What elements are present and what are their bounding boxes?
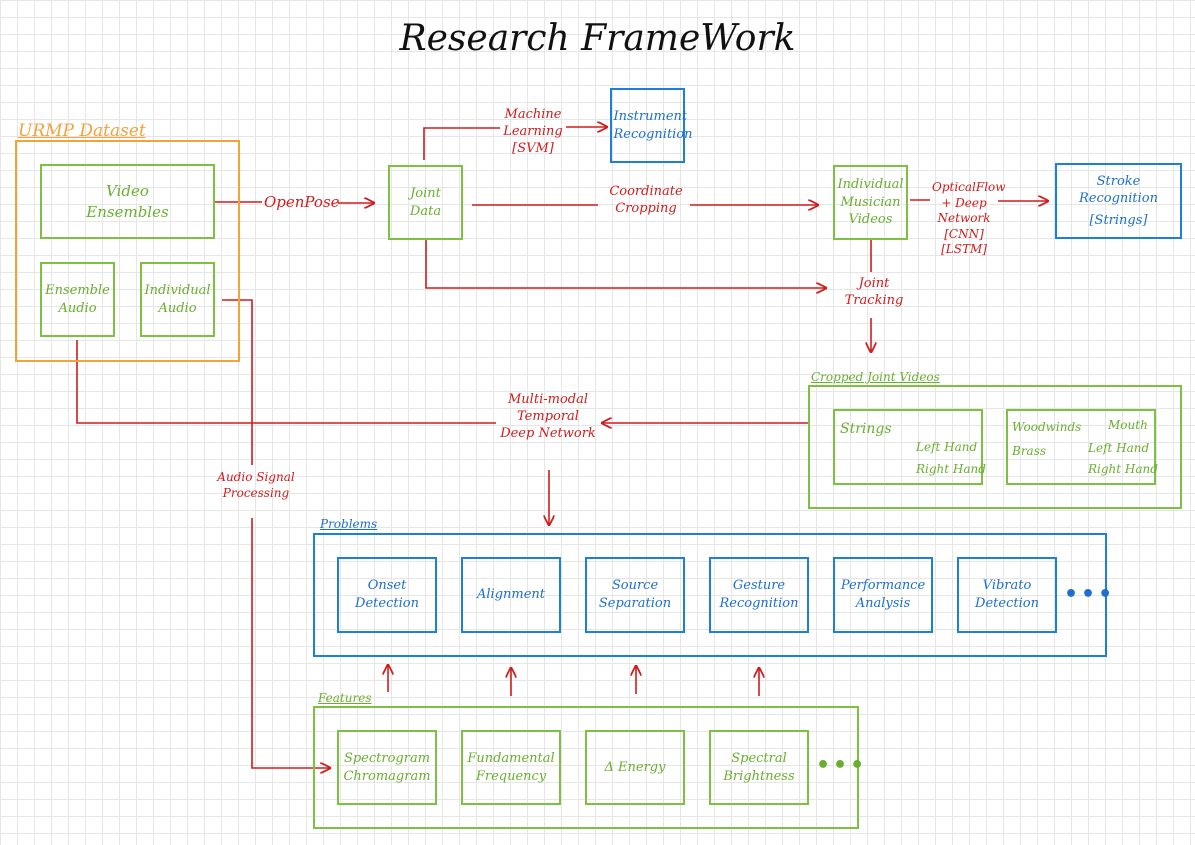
arrow-audio-processing-to-features [251,518,330,768]
ensemble-audio-label: Ensemble Audio [45,282,110,316]
openpose-label: OpenPose [264,193,340,211]
problem-label: Performance Analysis [840,578,926,611]
woodwinds-brass-box [1006,409,1156,485]
features-frame [313,706,859,829]
audio-signal-processing-label: Audio Signal Processing [217,470,295,500]
feature-delta-energy: Δ Energy [585,730,685,805]
dataset-frame [15,140,240,362]
brass-label: Brass [1012,444,1047,458]
problem-vibrato-detection: Vibrato Detection [957,557,1057,633]
arrow-joint-to-ml [423,127,500,160]
diagram-title: Research FrameWork [399,18,796,59]
problem-alignment: Alignment [461,557,561,633]
problem-performance-analysis: Performance Analysis [833,557,933,633]
problem-label: Source Separation [598,578,672,611]
problem-label: Vibrato Detection [975,578,1039,611]
features-more-ellipsis: ••• [816,753,868,778]
joint-tracking-label: Joint Tracking [844,276,904,308]
feature-spectrogram-chromagram: Spectrogram Chromagram [337,730,437,805]
stroke-recognition-box: Stroke Recognition [Strings] [1055,163,1182,239]
joint-data-label: Joint Data [409,185,442,219]
mouth-label: Mouth [1108,418,1148,432]
individual-musician-videos-box: Individual Musician Videos [833,165,908,240]
woodwinds-label: Woodwinds [1012,420,1082,434]
stroke-recognition-label: Stroke Recognition [1078,173,1159,207]
problem-label: Onset Detection [355,578,419,611]
instrument-recognition-box: Instrument Recognition [610,88,693,163]
individual-audio-box: Individual Audio [140,262,215,337]
feature-label: Fundamental Frequency [467,750,555,784]
video-ensembles-label: Video Ensembles [86,182,169,221]
feature-label: Δ Energy [604,759,666,775]
strings-label: Strings [840,421,892,437]
arrow-ensemble-audio-to-multimodal [76,340,496,424]
strings-right-hand: Right Hand [916,462,986,476]
problem-label: Alignment [476,587,545,603]
feature-label: Spectrogram Chromagram [343,750,431,784]
joint-data-box: Joint Data [388,165,463,240]
strings-box [833,409,983,485]
line-individual-audio [222,299,253,465]
individual-musician-videos-label: Individual Musician Videos [837,177,904,228]
features-label: Features [318,691,372,705]
multimodal-label: Multi-modal Temporal Deep Network [500,392,596,441]
cropped-videos-label: Cropped Joint Videos [811,370,940,384]
video-ensembles-box: Video Ensembles [40,164,215,239]
problem-onset-detection: Onset Detection [337,557,437,633]
problem-label: Gesture Recognition [719,578,799,611]
problems-label: Problems [320,517,378,531]
feature-spectral-brightness: Spectral Brightness [709,730,809,805]
arrow-joint-to-tracking [425,240,826,288]
ensemble-audio-box: Ensemble Audio [40,262,115,337]
woodwinds-right-hand: Right Hand [1088,462,1158,476]
coordinate-cropping-label: Coordinate Cropping [609,184,683,216]
machine-learning-label: Machine Learning [SVM] [503,107,563,156]
stroke-recognition-sublabel: [Strings] [1089,212,1148,228]
problems-more-ellipsis: ••• [1064,582,1116,607]
problems-frame [313,533,1107,657]
feature-label: Spectral Brightness [723,750,795,784]
dataset-label: URMP Dataset [18,121,146,141]
optical-flow-label: OpticalFlow + Deep Network [CNN] [LSTM] [932,180,1006,257]
woodwinds-left-hand: Left Hand [1088,441,1150,455]
problem-source-separation: Source Separation [585,557,685,633]
cropped-videos-frame [808,385,1182,509]
instrument-recognition-label: Instrument Recognition [613,108,693,142]
individual-audio-label: Individual Audio [144,282,211,316]
problem-gesture-recognition: Gesture Recognition [709,557,809,633]
strings-left-hand: Left Hand [916,440,978,454]
feature-fundamental-frequency: Fundamental Frequency [461,730,561,805]
